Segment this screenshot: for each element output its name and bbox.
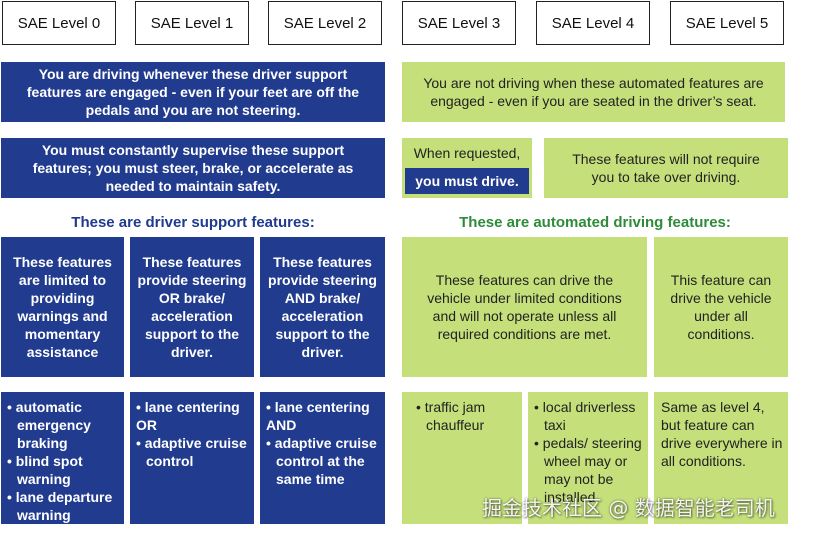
list-item: lane centering	[136, 398, 250, 416]
level-1-examples: lane centering OR adaptive cruise contro…	[130, 392, 254, 524]
list-connector: OR	[136, 417, 157, 433]
list-item: adaptive cruise control	[136, 434, 250, 470]
level-0-header: SAE Level 0	[2, 1, 116, 45]
level-3-request-bottom: you must drive.	[405, 168, 529, 194]
watermark: 掘金技术社区 @ 数据智能老司机	[482, 496, 775, 520]
list-item: local driverless taxi	[534, 398, 644, 434]
list-item: lane centering	[266, 398, 381, 416]
list-item: blind spot warning	[7, 452, 120, 488]
list-item: pedals/ steering wheel may or may not be…	[534, 434, 644, 506]
level-34-description: These features can drive the vehicle und…	[402, 237, 647, 377]
level-0-description: These features are limited to providing …	[1, 237, 124, 377]
automated-driving-note: You are not driving when these automated…	[402, 62, 785, 122]
level-1-description: These features provide steering OR brake…	[130, 237, 254, 377]
list-connector: AND	[266, 417, 297, 433]
level-2-examples: lane centering AND adaptive cruise contr…	[260, 392, 385, 524]
level-5-examples: Same as level 4, but feature can drive e…	[654, 392, 788, 524]
level-3-request-note: When requested, you must drive.	[402, 138, 532, 198]
list-item: lane departure warning	[7, 488, 120, 524]
level-2-header: SAE Level 2	[268, 1, 382, 45]
level-3-header: SAE Level 3	[402, 1, 516, 45]
level-3-examples: traffic jam chauffeur	[402, 392, 522, 524]
level-3-request-top: When requested,	[413, 145, 521, 161]
support-features-heading: These are driver support features:	[71, 214, 315, 231]
list-item: adaptive cruise control at the same time	[266, 434, 381, 488]
level-4-header: SAE Level 4	[536, 1, 650, 45]
support-driving-note: You are driving whenever these driver su…	[1, 62, 385, 122]
list-item: automatic emergency braking	[7, 398, 120, 452]
level-5-header: SAE Level 5	[670, 1, 784, 45]
level-5-description: This feature can drive the vehicle under…	[654, 237, 788, 377]
level-1-header: SAE Level 1	[135, 1, 249, 45]
level-45-takeover-note: These features will not require you to t…	[544, 138, 788, 198]
level-0-examples: automatic emergency braking blind spot w…	[1, 392, 124, 524]
list-item: traffic jam chauffeur	[416, 398, 518, 434]
supervise-note: You must constantly supervise these supp…	[1, 138, 385, 198]
level-4-examples: local driverless taxi pedals/ steering w…	[528, 392, 648, 524]
automated-features-heading: These are automated driving features:	[459, 214, 731, 231]
level-2-description: These features provide steering AND brak…	[260, 237, 385, 377]
